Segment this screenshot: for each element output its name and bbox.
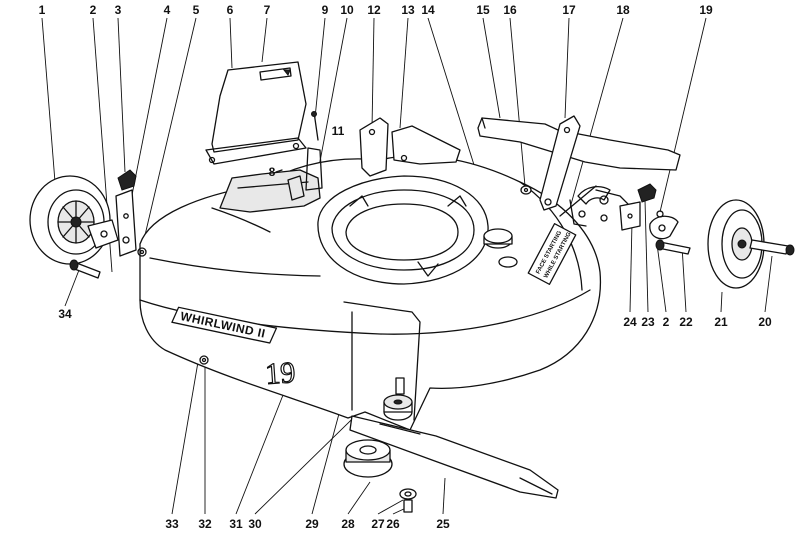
washer-16	[520, 185, 532, 195]
height-adjust-quadrant	[559, 185, 639, 227]
rear-baffle-plate	[477, 117, 681, 171]
callout-26: 26	[386, 517, 400, 531]
callout-15: 15	[476, 3, 490, 17]
callout-27: 27	[371, 517, 385, 531]
callout-28: 28	[341, 517, 355, 531]
blade-adapter	[383, 377, 413, 421]
callout-6: 6	[227, 3, 234, 17]
callout-32: 32	[198, 517, 212, 531]
callout-19: 19	[699, 3, 713, 17]
callout-34: 34	[58, 307, 72, 321]
leader-lines	[41, 17, 773, 515]
part-callout-numbers: 1 2 3 4 5 6 7 8 9 10 11 12 13 14 15 16 1…	[39, 3, 772, 531]
callout-12: 12	[367, 3, 381, 17]
callout-9: 9	[322, 3, 329, 17]
callout-2-right: 2	[663, 315, 670, 329]
callout-17: 17	[562, 3, 576, 17]
front-left-wheel	[29, 175, 119, 265]
callout-24: 24	[623, 315, 637, 329]
left-height-adjuster	[115, 169, 147, 257]
callout-1: 1	[39, 3, 46, 17]
cutting-blade	[349, 415, 559, 499]
callout-22: 22	[679, 315, 693, 329]
callout-10: 10	[340, 3, 354, 17]
callout-33: 33	[165, 517, 179, 531]
callout-8: 8	[269, 165, 276, 179]
small-hardware-9-11	[275, 111, 323, 201]
callout-31: 31	[229, 517, 243, 531]
callout-20: 20	[758, 315, 772, 329]
mower-deck: FACE STARTING WHILE STARTING	[139, 117, 602, 431]
callout-14: 14	[421, 3, 435, 17]
blade-stiffener-28	[343, 439, 393, 478]
callout-30: 30	[248, 517, 262, 531]
callout-11: 11	[332, 124, 345, 138]
callout-21: 21	[714, 315, 728, 329]
callout-13: 13	[401, 3, 415, 17]
callout-7: 7	[264, 3, 271, 17]
model-number: 19	[264, 356, 296, 391]
callout-3: 3	[115, 3, 122, 17]
callout-2: 2	[90, 3, 97, 17]
left-axle-bolt	[69, 259, 101, 279]
blade-bolt-26-27	[399, 488, 417, 513]
callout-5: 5	[193, 3, 200, 17]
right-height-adjuster	[600, 183, 691, 255]
front-right-wheel	[707, 199, 795, 289]
callout-23: 23	[641, 315, 655, 329]
callout-18: 18	[616, 3, 630, 17]
filler-cap	[483, 228, 518, 268]
callout-4: 4	[164, 3, 171, 17]
callout-16: 16	[503, 3, 517, 17]
callout-29: 29	[305, 517, 319, 531]
discharge-flap	[205, 61, 307, 165]
callout-25: 25	[436, 517, 450, 531]
handle-bracket-right	[539, 115, 581, 211]
